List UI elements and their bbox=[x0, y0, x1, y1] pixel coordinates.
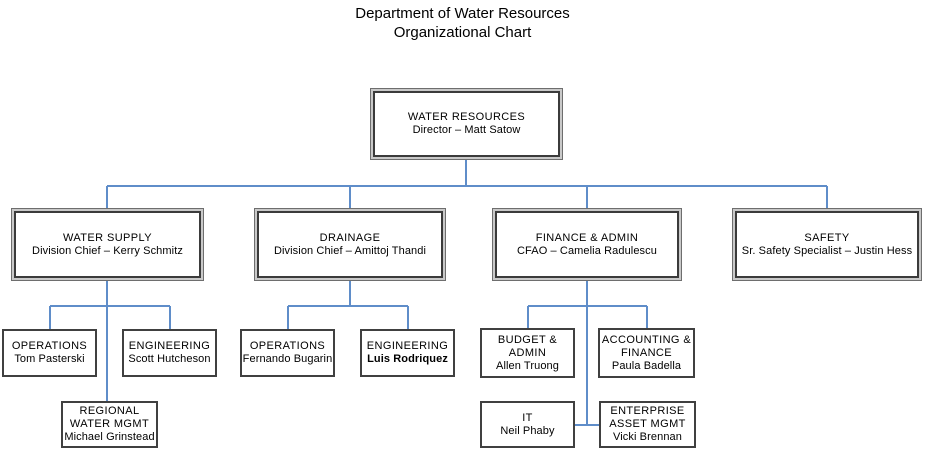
node-dept: WATER SUPPLY bbox=[63, 231, 152, 244]
node-dept: ACCOUNTING & FINANCE bbox=[601, 333, 692, 359]
node-person: Sr. Safety Specialist – Justin Hess bbox=[741, 244, 913, 257]
node-person: Scott Hutcheson bbox=[128, 353, 211, 365]
org-node-fin-it: IT Neil Phaby bbox=[480, 401, 575, 448]
node-dept: IT bbox=[522, 411, 533, 424]
org-node-fin-budget-admin: BUDGET & ADMIN Allen Truong bbox=[480, 328, 575, 378]
node-dept: WATER RESOURCES bbox=[407, 111, 526, 123]
org-node-ws-regional-water-mgmt: REGIONAL WATER MGMT Michael Grinstead bbox=[61, 401, 158, 448]
node-dept: REGIONAL WATER MGMT bbox=[69, 405, 150, 430]
node-person: Paula Badella bbox=[611, 359, 682, 372]
org-node-drainage: DRAINAGE Division Chief – Amittoj Thandi bbox=[254, 208, 446, 281]
node-person: Tom Pasterski bbox=[14, 353, 85, 365]
node-person: Vicki Brennan bbox=[613, 431, 682, 443]
org-node-safety: SAFETY Sr. Safety Specialist – Justin He… bbox=[732, 208, 922, 281]
org-node-ws-operations: OPERATIONS Tom Pasterski bbox=[2, 329, 97, 377]
node-dept: BUDGET & ADMIN bbox=[497, 333, 558, 359]
node-dept: ENTERPRISE ASSET MGMT bbox=[609, 405, 686, 430]
node-person: Fernando Bugarin bbox=[242, 353, 333, 365]
org-node-dr-engineering: ENGINEERING Luis Rodriquez bbox=[360, 329, 455, 377]
node-dept: OPERATIONS bbox=[249, 340, 326, 352]
org-node-finance-admin: FINANCE & ADMIN CFAO – Camelia Radulescu bbox=[492, 208, 682, 281]
node-person: Michael Grinstead bbox=[64, 431, 155, 443]
org-node-water-resources-director: WATER RESOURCES Director – Matt Satow bbox=[370, 88, 563, 160]
node-person: Division Chief – Kerry Schmitz bbox=[32, 244, 183, 257]
node-dept: ENGINEERING bbox=[366, 340, 449, 352]
node-person: Allen Truong bbox=[496, 359, 559, 372]
org-node-dr-operations: OPERATIONS Fernando Bugarin bbox=[240, 329, 335, 377]
node-dept: ENGINEERING bbox=[128, 340, 211, 352]
org-node-water-supply: WATER SUPPLY Division Chief – Kerry Schm… bbox=[11, 208, 204, 281]
node-person: Division Chief – Amittoj Thandi bbox=[273, 244, 427, 257]
org-node-ws-engineering: ENGINEERING Scott Hutcheson bbox=[122, 329, 217, 377]
node-dept: OPERATIONS bbox=[11, 340, 88, 352]
org-node-fin-enterprise-asset-mgmt: ENTERPRISE ASSET MGMT Vicki Brennan bbox=[599, 401, 696, 448]
org-node-fin-accounting-finance: ACCOUNTING & FINANCE Paula Badella bbox=[598, 328, 695, 378]
chart-title-line2: Organizational Chart bbox=[393, 24, 532, 41]
node-dept: DRAINAGE bbox=[319, 231, 381, 244]
chart-title-line1: Department of Water Resources bbox=[355, 5, 570, 22]
node-person: Director – Matt Satow bbox=[412, 124, 521, 136]
chart-title: Department of Water Resources Organizati… bbox=[0, 4, 925, 42]
node-dept: SAFETY bbox=[804, 231, 850, 244]
node-dept: FINANCE & ADMIN bbox=[535, 231, 639, 244]
node-person: CFAO – Camelia Radulescu bbox=[517, 244, 657, 257]
node-person: Neil Phaby bbox=[500, 424, 555, 437]
node-person: Luis Rodriquez bbox=[367, 353, 448, 365]
